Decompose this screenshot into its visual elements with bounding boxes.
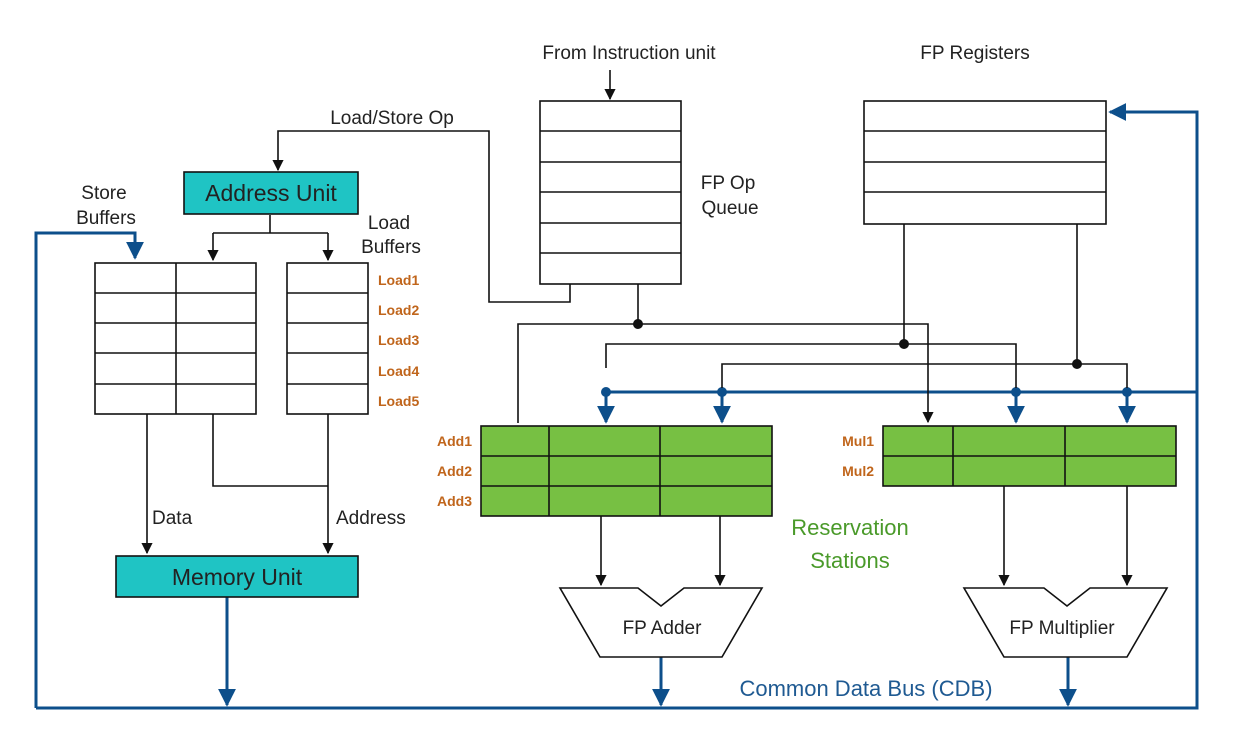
address-label: Address [336,508,406,529]
cdb-label: Common Data Bus (CDB) [739,676,992,701]
fp-op-queue-label-2: Queue [701,198,758,219]
load-buffers-label-2: Buffers [361,237,421,258]
mul-station-labels: Mul1 Mul2 [842,433,874,479]
add-station-label: Add2 [437,463,472,479]
add-station-labels: Add1 Add2 Add3 [437,433,472,509]
load-store-op-label: Load/Store Op [330,108,454,129]
add-reservation-stations [480,425,773,517]
mul-reservation-stations [882,425,1177,487]
reservation-stations-label-1: Reservation [791,515,908,540]
fp-op-queue [539,100,682,285]
store-buffers [94,262,257,415]
fp-adder-label: FP Adder [623,618,703,639]
fp-multiplier-shape [962,587,1169,658]
fp-registers [863,100,1107,225]
fp-multiplier-label: FP Multiplier [1009,618,1115,639]
address-unit-label: Address Unit [205,180,337,206]
wire-junction-dots [633,319,1082,369]
add-station-label: Add3 [437,493,472,509]
cdb-junction-dots [601,387,1132,397]
fp-registers-label: FP Registers [920,43,1029,64]
load-buffers [286,262,369,415]
add-station-label: Add1 [437,433,472,449]
load-buffers-label-1: Load [368,213,410,234]
memory-unit-box [115,555,359,598]
memory-unit-label: Memory Unit [172,564,303,590]
load-buffer-label: Load1 [378,272,419,288]
load-buffer-label: Load4 [378,363,419,379]
load-buffer-label: Load5 [378,393,419,409]
mul-station-label: Mul2 [842,463,874,479]
mul-station-label: Mul1 [842,433,874,449]
load-buffer-label: Load2 [378,302,419,318]
load-buffer-labels: Load1 Load2 Load3 Load4 Load5 [378,272,419,409]
control-wires [141,70,1133,587]
address-unit-box [183,171,359,215]
store-buffers-label-1: Store [81,183,126,204]
from-instruction-unit-label: From Instruction unit [542,43,716,64]
store-buffers-label-2: Buffers [76,208,136,229]
reservation-stations-label-2: Stations [810,548,890,573]
load-buffer-label: Load3 [378,332,419,348]
data-label: Data [152,508,193,529]
fp-adder-shape [558,587,764,658]
fp-op-queue-label-1: FP Op [701,173,756,194]
